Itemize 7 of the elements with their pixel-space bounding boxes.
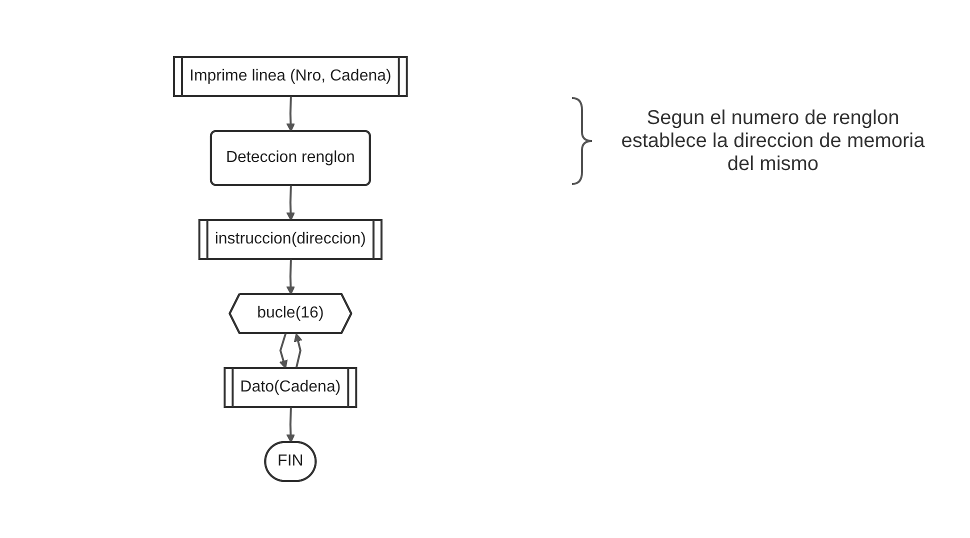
arrow <box>286 259 295 295</box>
annotation-note: Segun el numero de renglon establece la direccion de memoria del mismo <box>620 106 926 176</box>
arrow <box>286 185 295 221</box>
arrow <box>286 96 295 132</box>
arrow <box>286 407 295 443</box>
arrow <box>278 333 288 369</box>
arrow <box>293 333 302 369</box>
